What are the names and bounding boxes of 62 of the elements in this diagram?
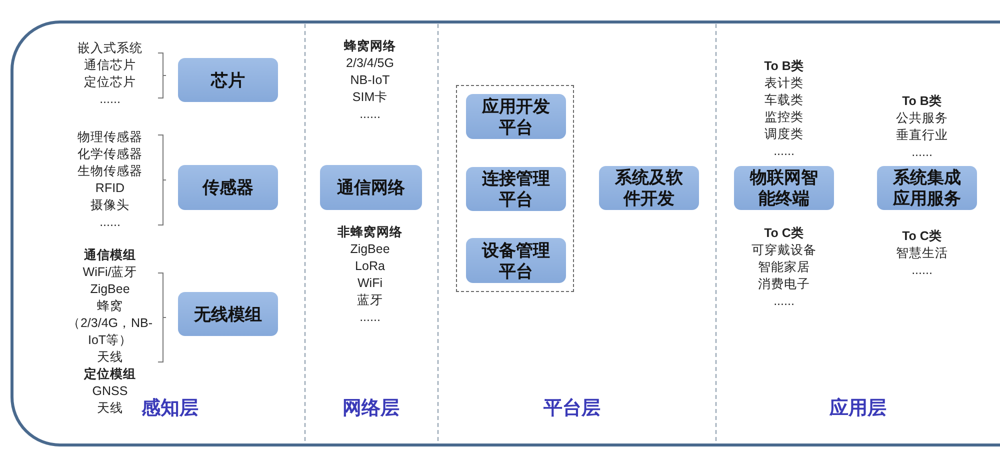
list-item: 调度类 (764, 126, 804, 143)
list-item: ...... (912, 144, 932, 161)
list-item: 摄像头 (90, 197, 130, 214)
list-item: 嵌入式系统 (78, 40, 142, 57)
box: 系统集成应用服务 (877, 166, 977, 210)
box: 连接管理平台 (466, 167, 566, 211)
list-item: 智能家居 (758, 259, 810, 276)
list-item: SIM卡 (352, 89, 388, 106)
list-heading: To B类 (902, 93, 942, 110)
list-item: 通信芯片 (84, 57, 136, 74)
list-heading: To B类 (764, 58, 804, 75)
list-item: WiFi/蓝牙 (82, 264, 138, 281)
list-item: ...... (912, 262, 932, 279)
layer-title: 平台层 (544, 396, 600, 421)
list-item: ...... (100, 91, 120, 108)
list-item: WiFi (358, 275, 382, 292)
box: 物联网智能终端 (734, 166, 834, 210)
list-item: 2/3/4/5G (346, 55, 394, 72)
list-item: 物理传感器 (78, 129, 142, 146)
list-item: 定位芯片 (84, 74, 136, 91)
box: 应用开发平台 (466, 94, 566, 139)
list-item: 消费电子 (758, 276, 810, 293)
box: 系统及软件开发 (599, 166, 699, 210)
list-item: 监控类 (764, 109, 804, 126)
list-item: 公共服务 (896, 110, 948, 127)
list-item: RFID (95, 180, 125, 197)
list-item: 天线 (97, 349, 123, 366)
list-item: GNSS (92, 383, 128, 400)
list-item: ZigBee (90, 281, 130, 298)
box: 设备管理平台 (466, 238, 566, 283)
list-item: 蓝牙 (357, 292, 383, 309)
list-item: ...... (774, 293, 794, 310)
list-item: 垂直行业 (896, 127, 948, 144)
dashed-group-box (456, 85, 574, 292)
layer-title: 感知层 (142, 397, 198, 421)
list-item: ...... (774, 143, 794, 160)
list-item: ...... (360, 106, 380, 123)
list-heading: 蜂窝网络 (344, 38, 396, 55)
list-item: 天线 (97, 400, 123, 417)
list-item: ZigBee (350, 241, 390, 258)
list-item: ...... (100, 214, 120, 231)
list-heading: 非蜂窝网络 (338, 224, 402, 241)
list-heading: To C类 (764, 225, 804, 242)
list-item: ...... (360, 309, 380, 326)
list-item: 车载类 (764, 92, 804, 109)
list-item: LoRa (355, 258, 385, 275)
list-item: 智慧生活 (896, 245, 948, 262)
list-heading: To C类 (902, 228, 942, 245)
list-heading: 通信模组 (84, 247, 136, 264)
list-item: NB-IoT (350, 72, 390, 89)
list-item: 可穿戴设备 (752, 242, 816, 259)
box: 无线模组 (178, 292, 278, 336)
box: 传感器 (178, 165, 278, 210)
list-item: 生物传感器 (78, 163, 142, 180)
box: 芯片 (178, 58, 278, 102)
list-item: 化学传感器 (78, 146, 142, 163)
list-item: 蜂窝（2/3/4G，NB-IoT等） (67, 298, 153, 349)
box: 通信网络 (320, 165, 422, 210)
list-item: 表计类 (764, 75, 804, 92)
list-heading: 定位模组 (84, 366, 136, 383)
layer-title: 网络层 (342, 397, 400, 421)
layer-title: 应用层 (830, 396, 886, 421)
